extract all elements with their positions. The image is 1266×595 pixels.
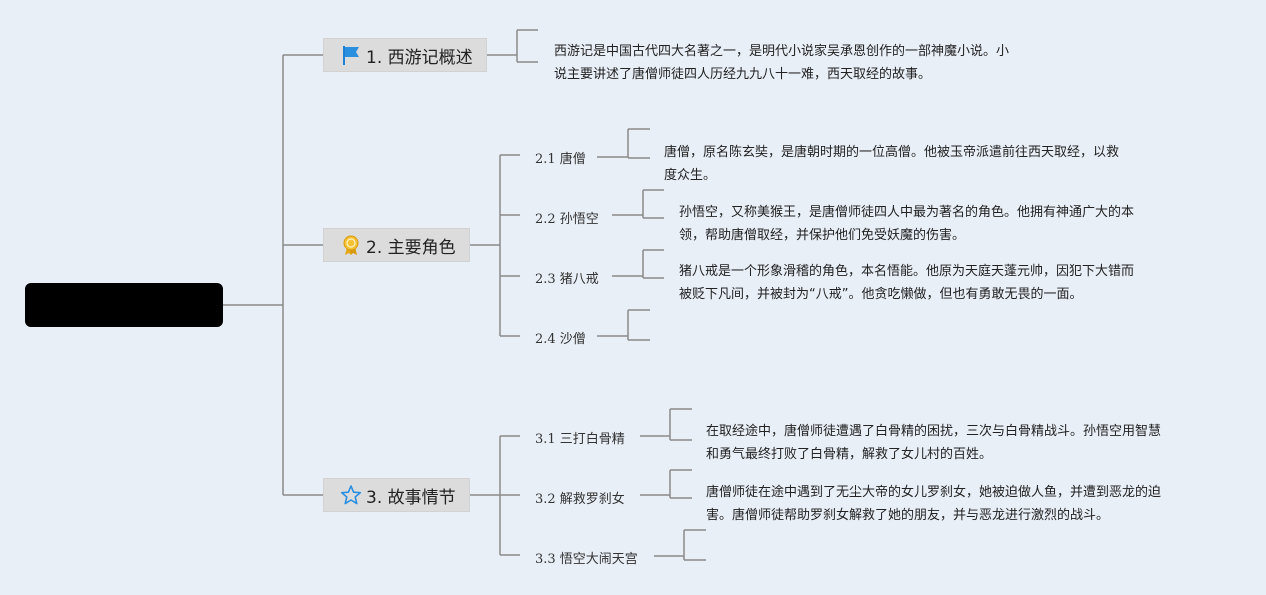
note-line: 猪八戒是一个形象滑稽的角色，本名悟能。他原为天庭天蓬元帅，因犯下大错而 bbox=[679, 264, 1135, 279]
note-line: 在取经途中，唐僧师徒遭遇了白骨精的困扰，三次与白骨精战斗。孙悟空用智慧 bbox=[706, 424, 1162, 439]
note-line: 和勇气最终打败了白骨精，解救了女儿村的百姓。 bbox=[706, 447, 993, 462]
note-tangseng: 唐僧，原名陈玄奘，是唐朝时期的一位高僧。他被玉帝派遣前往西天取经，以救 度众生。 bbox=[664, 141, 1119, 187]
note-line: 领，帮助唐僧取经，并保护他们免受妖魔的伤害。 bbox=[679, 228, 966, 243]
award-ribbon-icon bbox=[340, 234, 362, 256]
note-line: 西游记是中国古代四大名著之一，是明代小说家吴承恩创作的一部神魔小说。小 bbox=[554, 44, 1010, 59]
note-zhubajie: 猪八戒是一个形象滑稽的角色，本名悟能。他原为天庭天蓬元帅，因犯下大错而 被贬下凡… bbox=[679, 260, 1134, 306]
star-outline-icon bbox=[340, 484, 362, 506]
note-line: 唐僧，原名陈玄奘，是唐朝时期的一位高僧。他被玉帝派遣前往西天取经，以救 bbox=[664, 145, 1120, 160]
topic-overview[interactable]: 1. 西游记概述 bbox=[323, 38, 487, 72]
note-line: 被贬下凡间，并被封为“八戒”。他贪吃懒做，但也有勇敢无畏的一面。 bbox=[679, 287, 1083, 302]
topic-label: 3. 故事情节 bbox=[366, 487, 456, 508]
topic-label: 2. 主要角色 bbox=[366, 237, 456, 258]
note-line: 唐僧师徒在途中遇到了无尘大帝的女儿罗刹女，她被迫做人鱼，并遭到恶龙的迫 bbox=[706, 485, 1162, 500]
note-overview: 西游记是中国古代四大名著之一，是明代小说家吴承恩创作的一部神魔小说。小 说主要讲… bbox=[554, 40, 1009, 86]
flag-icon bbox=[340, 44, 362, 66]
subtopic-sunwukong[interactable]: 2.2 孙悟空 bbox=[535, 212, 599, 227]
note-line: 害。唐僧师徒帮助罗刹女解救了她的朋友，并与恶龙进行激烈的战斗。 bbox=[706, 508, 1110, 523]
topic-label: 1. 西游记概述 bbox=[366, 47, 473, 68]
topic-storyline[interactable]: 3. 故事情节 bbox=[323, 478, 470, 512]
note-sunwukong: 孙悟空，又称美猴王，是唐僧师徒四人中最为著名的角色。他拥有神通广大的本 领，帮助… bbox=[679, 201, 1134, 247]
note-luochanv: 唐僧师徒在途中遇到了无尘大帝的女儿罗刹女，她被迫做人鱼，并遭到恶龙的迫 害。唐僧… bbox=[706, 481, 1161, 527]
subtopic-zhubajie[interactable]: 2.3 猪八戒 bbox=[535, 272, 599, 287]
subtopic-danaotiangong[interactable]: 3.3 悟空大闹天宫 bbox=[535, 552, 638, 567]
note-line: 度众生。 bbox=[664, 168, 717, 183]
subtopic-shaseng[interactable]: 2.4 沙僧 bbox=[535, 332, 586, 347]
topic-main-characters[interactable]: 2. 主要角色 bbox=[323, 228, 470, 262]
central-topic[interactable] bbox=[25, 283, 223, 327]
note-baigujing: 在取经途中，唐僧师徒遭遇了白骨精的困扰，三次与白骨精战斗。孙悟空用智慧 和勇气最… bbox=[706, 420, 1161, 466]
subtopic-tangseng[interactable]: 2.1 唐僧 bbox=[535, 152, 586, 167]
note-line: 说主要讲述了唐僧师徒四人历经九九八十一难，西天取经的故事。 bbox=[554, 67, 932, 82]
subtopic-luochanv[interactable]: 3.2 解救罗刹女 bbox=[535, 492, 625, 507]
subtopic-baigujing[interactable]: 3.1 三打白骨精 bbox=[535, 432, 625, 447]
note-line: 孙悟空，又称美猴王，是唐僧师徒四人中最为著名的角色。他拥有神通广大的本 bbox=[679, 205, 1135, 220]
